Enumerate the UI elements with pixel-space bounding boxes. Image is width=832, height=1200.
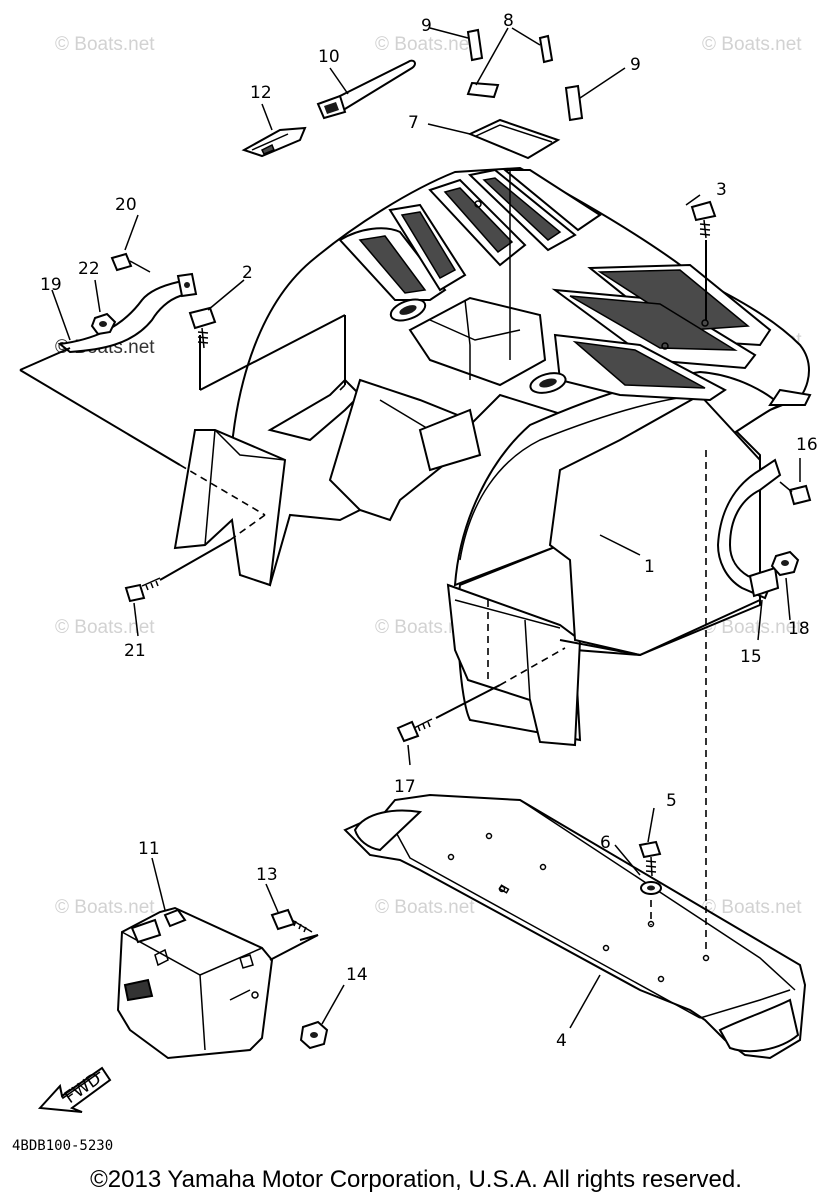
stay-left[interactable] (57, 272, 198, 354)
callout-20[interactable]: 20 (115, 195, 137, 215)
watermark: © Boats.net (55, 617, 155, 638)
bolt-16[interactable] (779, 481, 812, 506)
watermark: © Boats.net (702, 617, 802, 638)
callout-4[interactable]: 4 (556, 1031, 567, 1051)
washer-6[interactable] (640, 881, 662, 895)
bolt-5[interactable] (638, 840, 662, 877)
callout-17[interactable]: 17 (394, 777, 416, 797)
pad-7[interactable] (467, 118, 561, 160)
callout-9a[interactable]: 9 (421, 16, 432, 36)
callout-15[interactable]: 15 (740, 647, 762, 667)
callout-10[interactable]: 10 (318, 47, 340, 67)
callout-22[interactable]: 22 (78, 259, 100, 279)
watermark: © Boats.net (375, 34, 475, 55)
rear-mudguard[interactable] (343, 793, 807, 1060)
callout-19[interactable]: 19 (40, 275, 62, 295)
callout-1[interactable]: 1 (644, 557, 655, 577)
callout-3[interactable]: 3 (716, 180, 727, 200)
watermark: © Boats.net (375, 897, 475, 918)
watermark: © Boats.net (375, 617, 475, 638)
callout-6[interactable]: 6 (600, 833, 611, 853)
bolt-17[interactable] (396, 718, 433, 743)
copyright-notice: ©2013 Yamaha Motor Corporation, U.S.A. A… (90, 1166, 742, 1193)
callouts: 1 2 3 4 5 6 7 8 9 9 10 11 12 13 14 15 16… (40, 11, 818, 1051)
damper-8[interactable] (466, 34, 554, 99)
watermark: © Boats.net (55, 897, 155, 918)
callout-8[interactable]: 8 (503, 11, 514, 31)
watermark: © Boats.net (702, 897, 802, 918)
bolt-3[interactable] (690, 200, 717, 239)
stay-right[interactable] (716, 458, 782, 600)
nut-18[interactable] (770, 550, 800, 577)
leader-lines (19, 27, 801, 1029)
watermark: © Boats.net (55, 34, 155, 55)
callout-2[interactable]: 2 (242, 263, 253, 283)
band-10[interactable] (316, 59, 416, 120)
callout-13[interactable]: 13 (256, 865, 278, 885)
watermark: © Boats.net (702, 34, 802, 55)
rear-fender[interactable] (173, 166, 812, 747)
bolt-2[interactable] (188, 306, 217, 349)
damper-9[interactable] (466, 28, 584, 122)
callout-21[interactable]: 21 (124, 641, 146, 661)
drawing-code: 4BDB100-5230 (12, 1138, 114, 1154)
callout-12[interactable]: 12 (250, 83, 272, 103)
nut-22[interactable] (90, 312, 117, 336)
bolt-13[interactable] (270, 908, 313, 933)
bolt-20[interactable] (110, 252, 151, 273)
callout-16[interactable]: 16 (796, 435, 818, 455)
callout-11[interactable]: 11 (138, 839, 160, 859)
callout-9b[interactable]: 9 (630, 55, 641, 75)
tool-box[interactable] (116, 906, 274, 1060)
callout-18[interactable]: 18 (788, 619, 810, 639)
callout-14[interactable]: 14 (346, 965, 368, 985)
clip-12[interactable] (241, 126, 307, 158)
callout-5[interactable]: 5 (666, 791, 677, 811)
nut-14[interactable] (299, 1020, 329, 1050)
bolt-21[interactable] (124, 577, 161, 603)
callout-7[interactable]: 7 (408, 113, 419, 133)
fwd-arrow-icon: FWD (37, 1066, 112, 1113)
